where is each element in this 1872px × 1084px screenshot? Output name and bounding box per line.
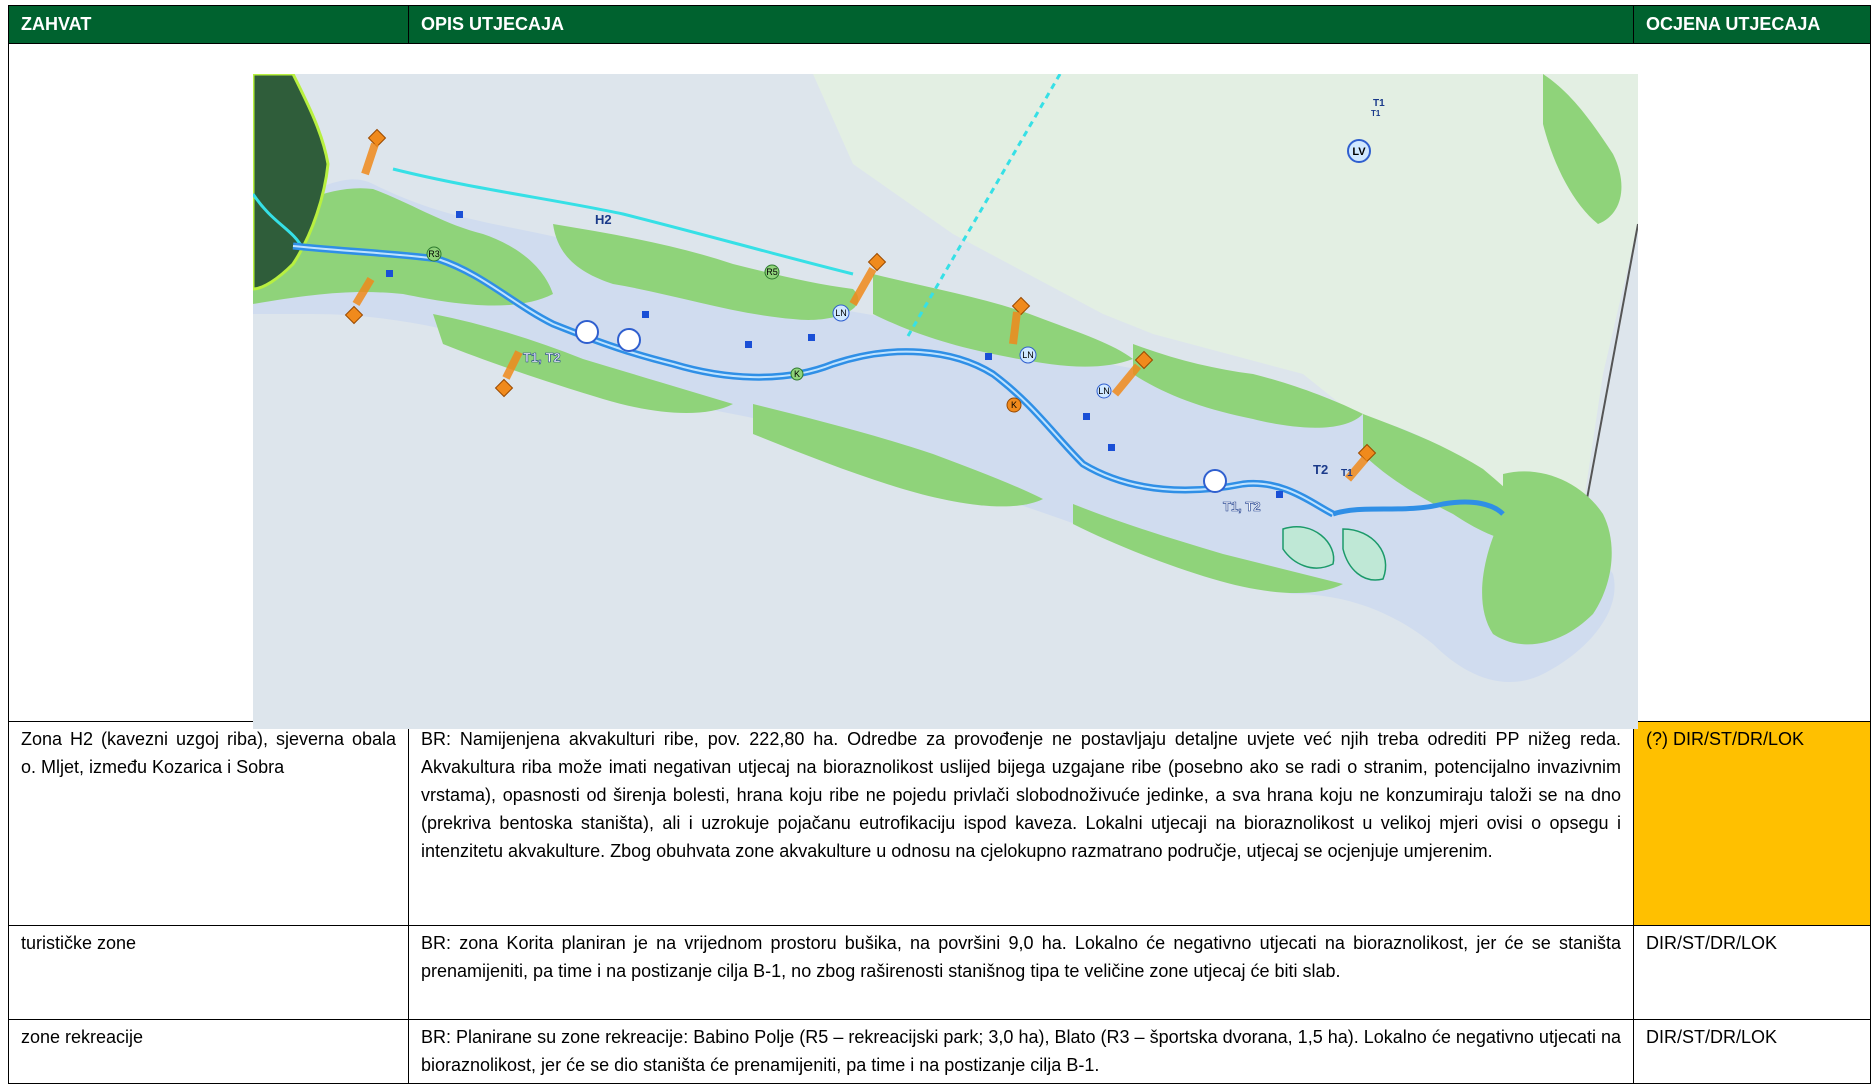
- table-row: zone rekreacije BR: Planirane su zone re…: [8, 1019, 1871, 1084]
- row-1-opis-text: BR: Namijenjena akvakulturi ribe, pov. 2…: [421, 729, 1621, 861]
- table-row: turističke zone BR: zona Korita planiran…: [8, 925, 1871, 1020]
- header-zahvat: ZAHVAT: [8, 5, 409, 44]
- svg-text:T1, T2: T1, T2: [523, 350, 561, 365]
- row-3-zahvat-text: zone rekreacije: [21, 1027, 144, 1047]
- svg-text:T1, T2: T1, T2: [1223, 499, 1261, 514]
- row-2-opis: BR: zona Korita planiran je na vrijednom…: [408, 925, 1634, 1020]
- svg-text:LV: LV: [1352, 146, 1366, 158]
- row-2-ocjena: DIR/ST/DR/LOK: [1633, 925, 1871, 1020]
- map-row: R3 R5 LN LN LN K K LV: [8, 43, 1871, 729]
- row-3-ocjena-text: DIR/ST/DR/LOK: [1646, 1027, 1778, 1047]
- row-1-opis: BR: Namijenjena akvakulturi ribe, pov. 2…: [408, 721, 1634, 926]
- svg-text:LN: LN: [835, 308, 847, 318]
- header-row: ZAHVAT OPIS UTJECAJA OCJENA UTJECAJA: [8, 5, 1871, 44]
- svg-text:K: K: [1011, 400, 1017, 410]
- svg-text:R5: R5: [766, 267, 778, 277]
- row-1-zahvat-text: Zona H2 (kavezni uzgoj riba), sjeverna o…: [21, 729, 396, 777]
- h2-coastline: [392, 167, 854, 276]
- map-svg: R3 R5 LN LN LN K K LV: [253, 74, 1638, 729]
- svg-text:T1: T1: [1371, 109, 1381, 118]
- svg-text:T1: T1: [1373, 98, 1385, 109]
- row-2-ocjena-text: DIR/ST/DR/LOK: [1646, 933, 1778, 953]
- row-2-zahvat: turističke zone: [8, 925, 409, 1020]
- svg-text:LN: LN: [1098, 386, 1110, 396]
- row-1-zahvat: Zona H2 (kavezni uzgoj riba), sjeverna o…: [8, 721, 409, 926]
- svg-text:T1: T1: [1341, 468, 1353, 479]
- row-3-ocjena: DIR/ST/DR/LOK: [1633, 1019, 1871, 1084]
- park-area: [253, 74, 330, 291]
- row-3-opis-text: BR: Planirane su zone rekreacije: Babino…: [421, 1027, 1621, 1075]
- svg-text:T2: T2: [1313, 462, 1328, 477]
- row-2-opis-text: BR: zona Korita planiran je na vrijednom…: [421, 933, 1621, 981]
- row-1-ocjena-text: (?) DIR/ST/DR/LOK: [1646, 729, 1805, 749]
- svg-text:R3: R3: [428, 249, 440, 259]
- row-1-ocjena: (?) DIR/ST/DR/LOK: [1633, 721, 1871, 926]
- header-ocjena: OCJENA UTJECAJA: [1633, 5, 1871, 44]
- svg-text:K: K: [794, 369, 800, 379]
- svg-text:H2: H2: [595, 212, 612, 227]
- row-2-zahvat-text: turističke zone: [21, 933, 137, 953]
- aquaculture-markers: [344, 128, 1377, 463]
- map-image: R3 R5 LN LN LN K K LV: [253, 74, 1638, 729]
- svg-text:LN: LN: [1022, 350, 1034, 360]
- map-cell: R3 R5 LN LN LN K K LV: [8, 43, 1871, 729]
- table-row: Zona H2 (kavezni uzgoj riba), sjeverna o…: [8, 721, 1871, 926]
- row-3-opis: BR: Planirane su zone rekreacije: Babino…: [408, 1019, 1634, 1084]
- document-page: ZAHVAT OPIS UTJECAJA OCJENA UTJECAJA: [8, 5, 1871, 1084]
- vegetation-layer: [253, 74, 1622, 645]
- row-3-zahvat: zone rekreacije: [8, 1019, 409, 1084]
- header-opis: OPIS UTJECAJA: [408, 5, 1634, 44]
- impact-table: ZAHVAT OPIS UTJECAJA OCJENA UTJECAJA: [8, 5, 1871, 1084]
